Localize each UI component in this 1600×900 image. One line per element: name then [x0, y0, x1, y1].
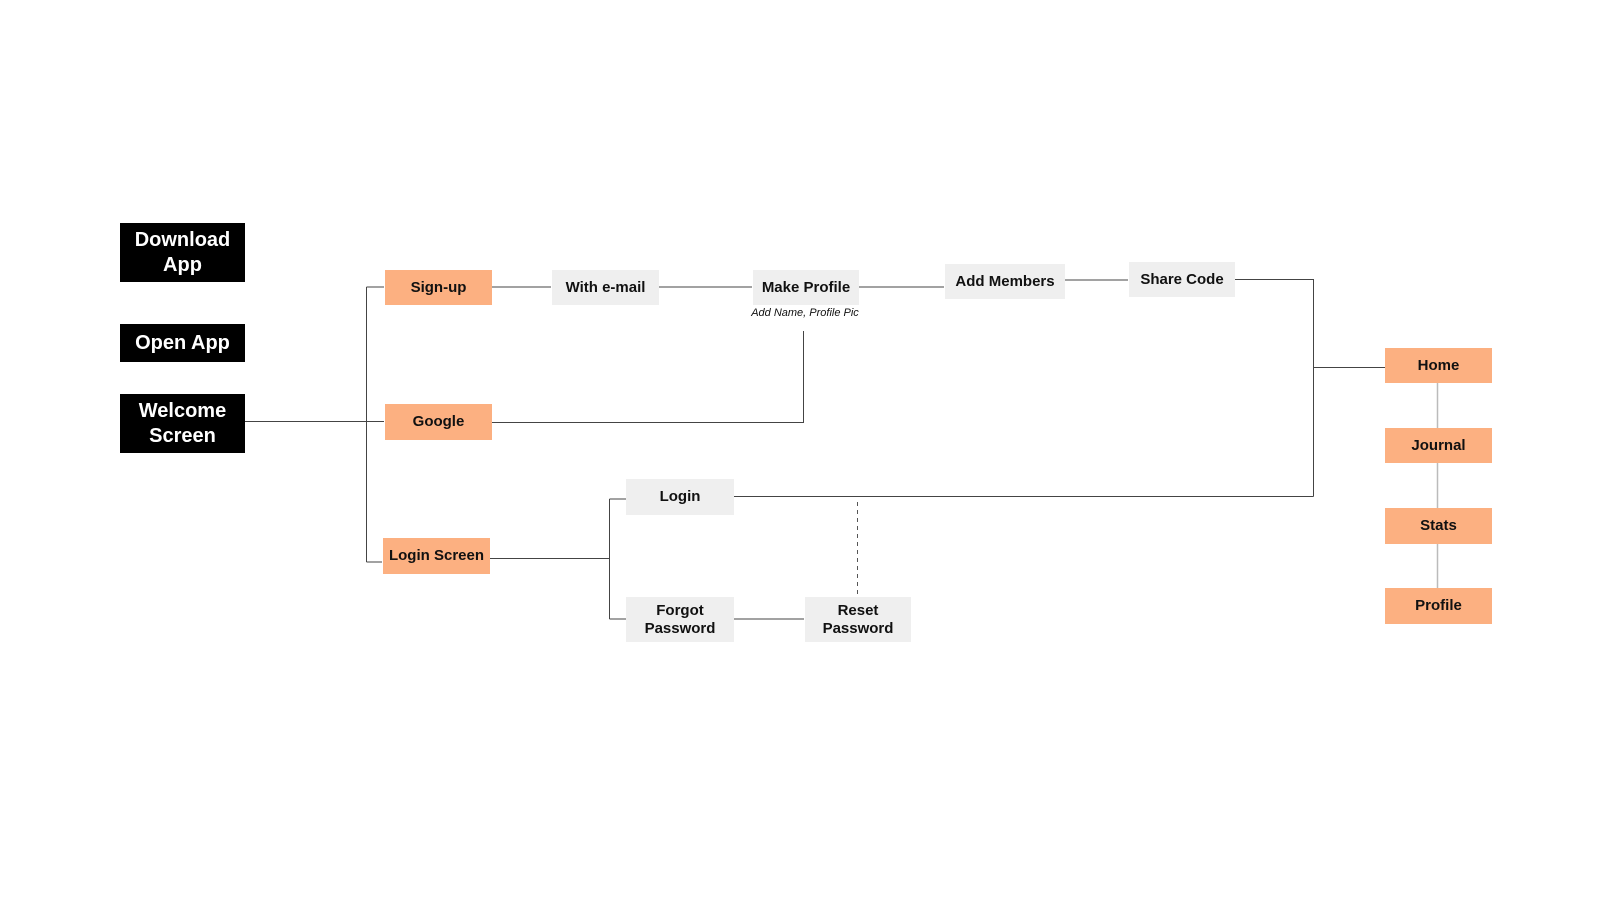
share-code-node: Share Code	[1129, 262, 1235, 297]
sign-up-node: Sign-up	[385, 270, 492, 305]
connector-google-profile	[491, 331, 804, 423]
reset-password-node: Reset Password	[805, 597, 911, 642]
stats-node: Stats	[1385, 508, 1492, 544]
journal-node: Journal	[1385, 428, 1492, 463]
google-node: Google	[385, 404, 492, 440]
make-profile-note: Add Name, Profile Pic	[751, 307, 859, 319]
home-node: Home	[1385, 348, 1492, 383]
welcome-screen-node: Welcome Screen	[120, 394, 245, 453]
make-profile-node: Make Profile	[753, 270, 859, 305]
download-app-node: Download App	[120, 223, 245, 282]
login-node: Login	[626, 479, 734, 515]
connector-share-to-hub	[1234, 279, 1314, 497]
forgot-password-node: Forgot Password	[626, 597, 734, 642]
login-screen-node: Login Screen	[383, 538, 490, 574]
add-members-node: Add Members	[945, 264, 1065, 299]
profile-node: Profile	[1385, 588, 1492, 624]
with-email-node: With e-mail	[552, 270, 659, 305]
open-app-node: Open App	[120, 324, 245, 362]
